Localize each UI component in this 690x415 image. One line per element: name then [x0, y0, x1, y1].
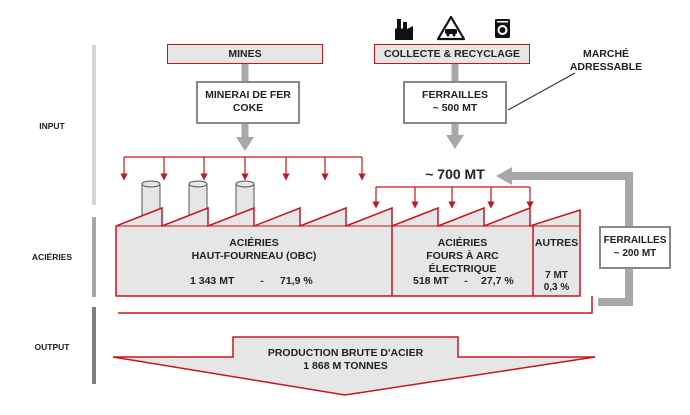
- washing-machine-icon: [495, 19, 510, 38]
- bof-title-line2: HAUT-FOURNEAU (OBC): [191, 250, 317, 262]
- addressable-market-label: MARCHÉ ADRESSABLE: [556, 48, 656, 74]
- other-plant-title: AUTRES: [534, 237, 579, 249]
- eaf-feed-bracket: [372, 186, 534, 209]
- section-label-input: INPUT: [39, 121, 65, 131]
- market-line1: MARCHÉ: [582, 48, 630, 60]
- iron-ore-coke-box: MINERAI DE FER COKE: [196, 81, 300, 124]
- blast-furnace-feed-bracket: [120, 156, 366, 181]
- bof-share: 71,9 %: [280, 275, 313, 287]
- recycled-scrap-label: FERRAILLES: [603, 235, 667, 246]
- output-bar: [92, 307, 96, 384]
- bof-title-line1: ACIÉRIES: [229, 237, 279, 249]
- bof-separator: -: [260, 275, 264, 287]
- scrap-input-label: FERRAILLES: [422, 89, 488, 101]
- section-label-output: OUTPUT: [34, 342, 70, 352]
- other-amount: 7 MT: [545, 270, 568, 281]
- production-output-arrow: [112, 336, 596, 396]
- market-line2: ADRESSABLE: [569, 61, 643, 73]
- production-line1: PRODUCTION BRUTE D'ACIER: [267, 347, 424, 359]
- scrap-input-amount: ~ 500 MT: [432, 102, 478, 114]
- section-label-steelworks: ACIÉRIES: [31, 252, 73, 262]
- market-pointer-line: [507, 72, 576, 111]
- input-bar: [92, 45, 96, 205]
- car-recycling-icon: [436, 15, 466, 41]
- iron-ore-label: MINERAI DE FER: [205, 89, 291, 101]
- eaf-amount: 518 MT: [413, 275, 449, 287]
- production-collector-line: [118, 296, 593, 314]
- bof-plant-title: ACIÉRIES HAUT-FOURNEAU (OBC): [116, 237, 392, 263]
- crude-steel-production-label: PRODUCTION BRUTE D'ACIER 1 868 M TONNES: [233, 347, 458, 373]
- eaf-plant-title: ACIÉRIES FOURS À ARC ÉLECTRIQUE: [392, 237, 533, 276]
- ore-to-blast-furnace-arrow: [236, 63, 254, 151]
- eaf-share: 27,7 %: [481, 275, 514, 287]
- other-plant-values: 7 MT 0,3 %: [533, 270, 580, 294]
- scrap-to-total-arrow: [446, 63, 464, 149]
- factory-icon: [395, 19, 413, 40]
- scrap-total-label: ~ 700 MT: [425, 166, 485, 182]
- steelworks-bar: [92, 217, 96, 297]
- other-share: 0,3 %: [543, 282, 570, 293]
- eaf-title-line1: ACIÉRIES: [437, 237, 488, 249]
- eaf-separator: -: [464, 275, 468, 287]
- recycled-scrap-amount: ~ 200 MT: [613, 248, 657, 259]
- coke-label: COKE: [232, 102, 264, 114]
- bof-amount: 1 343 MT: [190, 275, 235, 287]
- mines-box: MINES: [167, 44, 323, 64]
- recycled-scrap-box: FERRAILLES ~ 200 MT: [599, 226, 671, 269]
- scrap-input-box: FERRAILLES ~ 500 MT: [403, 81, 507, 124]
- collection-recycling-box: COLLECTE & RECYCLAGE: [374, 44, 530, 64]
- eaf-title-line2: FOURS À ARC ÉLECTRIQUE: [426, 250, 499, 275]
- production-line2: 1 868 M TONNES: [303, 360, 388, 372]
